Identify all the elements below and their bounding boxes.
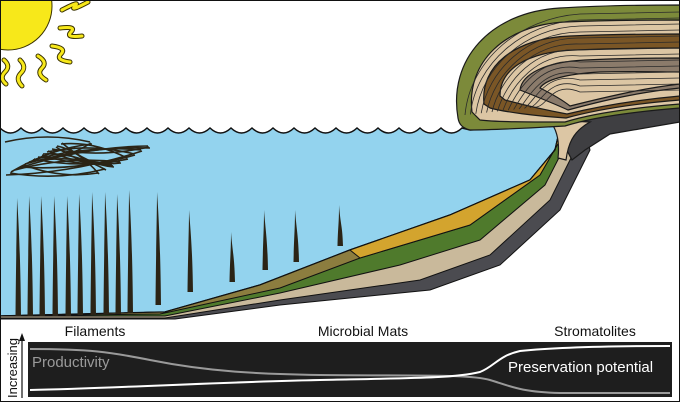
mat-filament: [33, 158, 129, 165]
lamina-line: [475, 23, 680, 114]
sun-icon: [0, 0, 91, 89]
preservation-label: Preservation potential: [508, 359, 653, 376]
filament: [187, 210, 193, 292]
filament: [103, 192, 109, 314]
filament: [262, 210, 268, 270]
sun-ray-icon: [36, 54, 48, 82]
filament: [39, 196, 45, 316]
filament: [293, 210, 299, 262]
lamina-line: [480, 29, 680, 114]
sun-ray-icon: [58, 26, 84, 38]
filament: [115, 194, 121, 314]
mat-filament: [24, 147, 151, 165]
filaments: [15, 190, 343, 316]
mat-filament: [4, 136, 91, 143]
sun-ray-icon: [60, 0, 90, 12]
filament: [229, 232, 235, 282]
lamina-line: [535, 88, 680, 108]
lamina-line: [518, 71, 680, 110]
filament: [65, 196, 71, 316]
lamina-line: [491, 41, 680, 113]
arrowhead-icon: [19, 333, 25, 341]
productivity-curve: [29, 348, 670, 394]
sun-ray-icon: [50, 44, 72, 64]
filament: [155, 192, 161, 305]
filament: [90, 192, 96, 315]
stromatolite: [456, 4, 680, 161]
mat-filament: [19, 154, 136, 169]
label-microbial-mats: Microbial Mats: [318, 323, 408, 339]
filament: [127, 190, 133, 313]
trend-panel: Increasing Productivity Preservation pot…: [5, 333, 672, 398]
label-stromatolites: Stromatolites: [554, 323, 636, 339]
stromatolite-stem: [546, 119, 593, 161]
lamina-line: [507, 59, 680, 111]
sun-ray-icon: [16, 58, 26, 88]
axis-label-increasing: Increasing: [5, 338, 20, 398]
mat-filament: [60, 142, 128, 159]
lamina-line: [470, 17, 680, 115]
label-filaments: Filaments: [65, 323, 126, 339]
mat-filament: [47, 150, 122, 165]
lamina-line: [486, 35, 680, 113]
filament: [52, 196, 58, 316]
lamina-line: [524, 77, 680, 109]
trend-panel-bg: [28, 342, 672, 397]
lamina-line: [502, 53, 680, 111]
lamina-line: [513, 65, 680, 110]
filament: [15, 198, 21, 316]
filament: [27, 196, 33, 316]
filament-mat: [4, 136, 151, 177]
mat-filament: [5, 150, 143, 176]
lamina-line: [464, 11, 680, 116]
filament: [337, 205, 343, 246]
productivity-label: Productivity: [32, 354, 110, 371]
lamina-line: [529, 83, 680, 109]
preservation-curve: [29, 345, 671, 391]
water-body: [0, 124, 561, 317]
lamina-line: [497, 47, 680, 112]
sun-ray-icon: [0, 58, 10, 86]
mat-filament: [61, 142, 115, 168]
filament: [77, 194, 83, 315]
